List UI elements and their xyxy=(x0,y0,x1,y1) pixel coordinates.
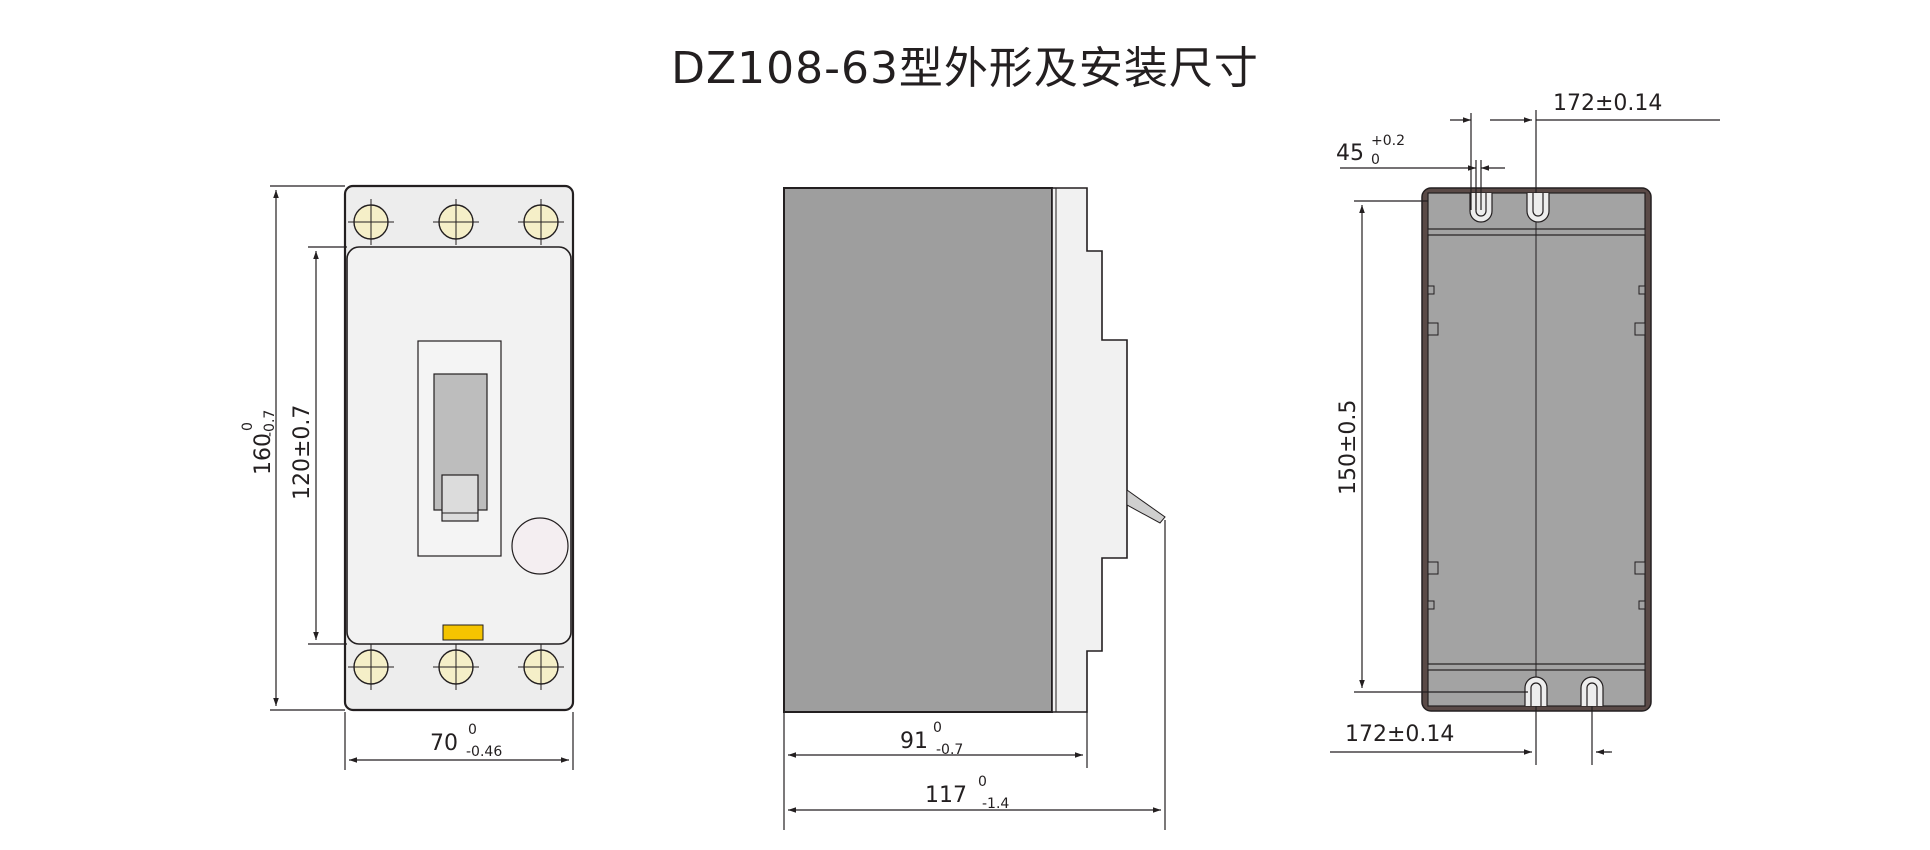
depth-dim-lower: -0.7 xyxy=(936,742,963,758)
inner-height-dim: 120±0.7 xyxy=(290,405,315,500)
width-dim-lower: -0.46 xyxy=(466,744,502,760)
width-dim-upper: 0 xyxy=(468,722,477,738)
height-dim-main: 160 xyxy=(251,433,276,475)
front-dimensions: 160 0 -0.7 120±0.7 70 0 -0.46 xyxy=(240,185,574,770)
terminal-screw xyxy=(348,199,394,245)
mount-dimensions: 172±0.14 45 +0.2 0 150±0.5 172±0.14 xyxy=(1330,91,1720,765)
terminal-screw xyxy=(348,644,394,690)
total-dim-upper: 0 xyxy=(978,774,987,790)
terminal-screw xyxy=(433,199,479,245)
height-dim-lower: -0.7 xyxy=(262,410,278,437)
slot-dim-main: 45 xyxy=(1336,141,1364,166)
depth-dim-upper: 0 xyxy=(933,720,942,736)
height-dim-upper: 0 xyxy=(240,422,256,431)
terminal-screw xyxy=(433,644,479,690)
side-profile xyxy=(1051,187,1128,713)
status-indicator xyxy=(442,624,484,641)
total-dim-lower: -1.4 xyxy=(982,796,1009,812)
slot-dim-upper: +0.2 xyxy=(1371,133,1405,149)
bottom-spacing-dim: 172±0.14 xyxy=(1345,722,1454,747)
mount-view xyxy=(1421,187,1652,712)
depth-dim-main: 91 xyxy=(900,729,928,754)
side-handle xyxy=(1126,489,1166,524)
front-view xyxy=(343,184,575,712)
terminal-screw xyxy=(518,644,564,690)
side-body xyxy=(783,187,1053,713)
terminal-screws xyxy=(348,199,564,690)
top-spacing-dim: 172±0.14 xyxy=(1553,91,1662,116)
total-dim-main: 117 xyxy=(925,783,967,808)
page-title: DZ108-63型外形及安装尺寸 xyxy=(671,43,1259,94)
width-dim-main: 70 xyxy=(430,731,458,756)
slot-dim-lower: 0 xyxy=(1371,152,1380,168)
terminal-screw xyxy=(518,199,564,245)
side-view xyxy=(783,187,1166,713)
hole-height-dim: 150±0.5 xyxy=(1336,400,1361,495)
side-dimensions: 91 0 -0.7 117 0 -1.4 xyxy=(783,520,1166,830)
reset-button xyxy=(511,517,569,575)
handle-tip xyxy=(441,474,479,522)
